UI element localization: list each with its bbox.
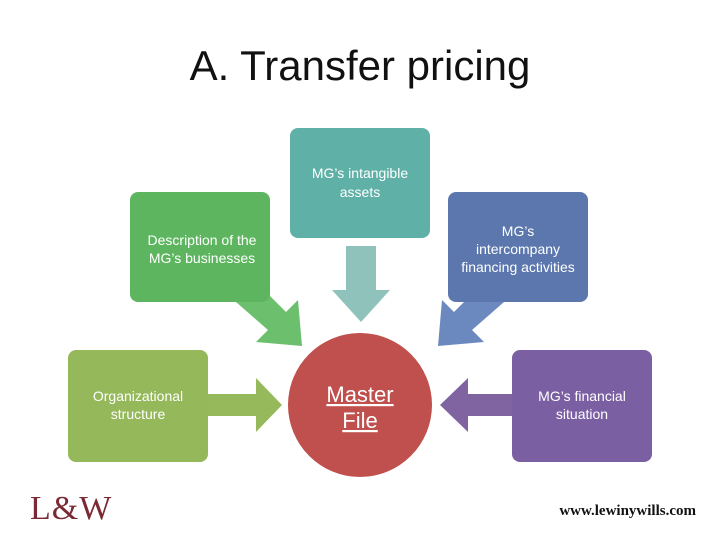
master-file-circle [288, 333, 432, 477]
box-intangible-line1: MG’s intangible [312, 165, 408, 181]
arrow-down-icon [332, 246, 390, 322]
box-financial-situation [512, 350, 652, 462]
box-businesses-line1: Description of the [148, 232, 257, 248]
website-url: www.lewinywills.com [559, 503, 696, 519]
arrow-right-icon [208, 378, 282, 432]
master-file-line1: Master [326, 382, 393, 407]
box-financial-line1: MG’s financial [538, 388, 626, 404]
box-intangible-line2: assets [340, 184, 380, 200]
box-org-line1: Organizational [93, 388, 183, 404]
slide-title: A. Transfer pricing [189, 42, 531, 89]
master-file-line2: File [342, 408, 377, 433]
box-org-line2: structure [111, 406, 166, 422]
box-organizational-structure [68, 350, 208, 462]
law-logo: L&W [30, 490, 113, 527]
box-financing-line2: intercompany [476, 241, 560, 257]
box-financing-activities [448, 192, 588, 302]
box-businesses-line2: MG’s businesses [149, 250, 255, 266]
arrow-left-icon [440, 378, 512, 432]
box-businesses-description [130, 192, 270, 302]
box-intangible-assets [290, 128, 430, 238]
box-financing-line3: financing activities [461, 259, 575, 275]
box-financing-line1: MG’s [502, 223, 534, 239]
box-financial-line2: situation [556, 406, 608, 422]
